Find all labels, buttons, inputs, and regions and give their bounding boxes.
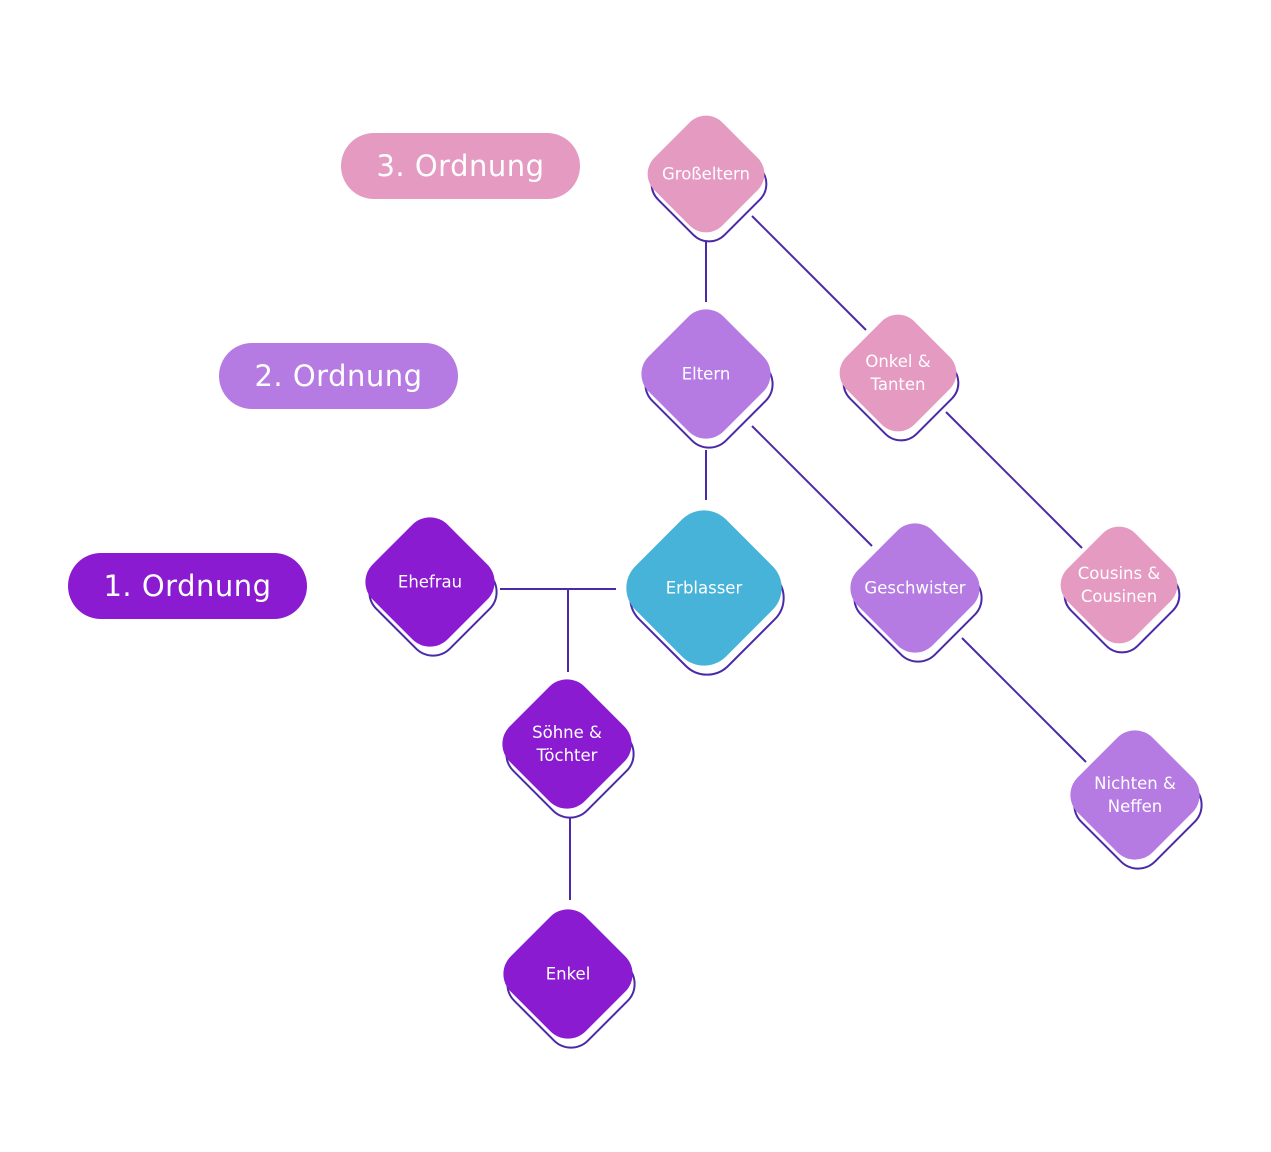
node-nichten-line1: Nichten & — [1094, 774, 1176, 793]
edge-geschwister-nichten — [961, 637, 1087, 763]
order-label-1: 1. Ordnung — [68, 553, 307, 619]
order-label-3: 3. Ordnung — [341, 133, 580, 199]
node-erblasser-label: Erblasser — [665, 578, 743, 598]
node-cousins-line2: Cousinen — [1080, 587, 1158, 606]
node-enkel-label: Enkel — [545, 964, 591, 984]
node-ehefrau-label: Ehefrau — [397, 572, 463, 592]
node-onkel-tanten-line2: Tanten — [870, 375, 926, 394]
node-cousins-line1: Cousins & — [1077, 564, 1161, 583]
node-soehne-line2: Töchter — [536, 746, 598, 765]
node-eltern-label: Eltern — [681, 364, 731, 384]
edge-onkel-cousins — [945, 411, 1083, 549]
edge-grosseltern-onkel — [751, 215, 867, 331]
order-label-2: 2. Ordnung — [219, 343, 458, 409]
node-soehne-line1: Söhne & — [532, 723, 602, 742]
edge-eltern-geschwister — [751, 425, 873, 547]
node-nichten-line2: Neffen — [1107, 797, 1163, 816]
node-onkel-tanten-line1: Onkel & — [865, 352, 931, 371]
node-grosseltern-label: Großeltern — [661, 164, 750, 184]
node-geschwister-label: Geschwister — [864, 578, 966, 598]
